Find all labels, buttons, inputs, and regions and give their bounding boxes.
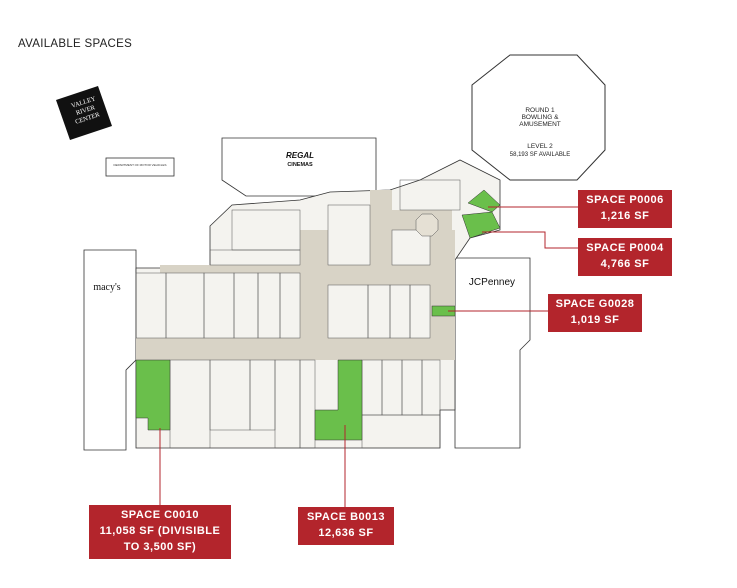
- jcpenney-label: JCPenney: [469, 277, 515, 288]
- available-spaces: [135, 189, 501, 441]
- macys-anchor: macy's: [83, 249, 137, 451]
- mall-body: [135, 159, 501, 449]
- callout-p0006-title: SPACE P0006: [586, 194, 664, 206]
- callout-p0006-sf: 1,216 SF: [600, 210, 650, 222]
- round1-level: LEVEL 2: [527, 143, 553, 150]
- callout-b0013-title: SPACE B0013: [306, 511, 386, 523]
- round1-line1: ROUND 1: [525, 107, 555, 114]
- callout-b0013-sf: 12,636 SF: [318, 527, 374, 539]
- space-p0004: [461, 211, 501, 239]
- page-title: AVAILABLE SPACES: [18, 38, 133, 50]
- callout-c0010: SPACE C0010 11,058 SF (DIVISIBLE TO 3,50…: [89, 505, 231, 559]
- callout-p0004: SPACE P0004 4,766 SF: [578, 238, 672, 276]
- callout-b0013: SPACE B0013 12,636 SF: [298, 507, 394, 545]
- callout-c0010-note: TO 3,500 SF): [123, 541, 197, 553]
- space-c0010: [135, 359, 171, 431]
- callout-p0006: SPACE P0006 1,216 SF: [578, 190, 672, 228]
- callout-p0004-title: SPACE P0004: [586, 242, 664, 254]
- callout-p0004-sf: 4,766 SF: [600, 258, 650, 270]
- round1-line3: AMUSEMENT: [519, 121, 561, 128]
- callout-c0010-title: SPACE C0010: [120, 509, 200, 521]
- dmv-label: DEPARTMENT OF MOTOR VEHICLES: [114, 163, 167, 167]
- callout-leaders: [159, 206, 578, 507]
- jcpenney-anchor: JCPenney: [454, 257, 531, 449]
- center-court: [415, 213, 439, 237]
- dmv-building: DEPARTMENT OF MOTOR VEHICLES: [105, 157, 175, 177]
- callout-g0028-sf: 1,019 SF: [570, 314, 620, 326]
- macys-label: macy's: [93, 282, 120, 293]
- regal-cinemas: REGAL CINEMAS: [221, 137, 377, 197]
- regal-label: REGAL: [286, 151, 314, 160]
- space-b0013: [314, 359, 363, 441]
- store-outlines: [135, 179, 461, 449]
- regal-sub: CINEMAS: [287, 162, 313, 168]
- callout-c0010-sf: 11,058 SF (DIVISIBLE: [99, 525, 221, 537]
- round1-sf: 58,193 SF AVAILABLE: [510, 152, 570, 158]
- round1-line2: BOWLING &: [522, 114, 560, 121]
- valley-river-center-logo: VALLEY RIVER CENTER: [56, 86, 112, 140]
- round1-octagon: ROUND 1 BOWLING & AMUSEMENT LEVEL 2 58,1…: [471, 54, 606, 181]
- callout-g0028: SPACE G0028 1,019 SF: [548, 294, 642, 332]
- callout-g0028-title: SPACE G0028: [555, 298, 635, 310]
